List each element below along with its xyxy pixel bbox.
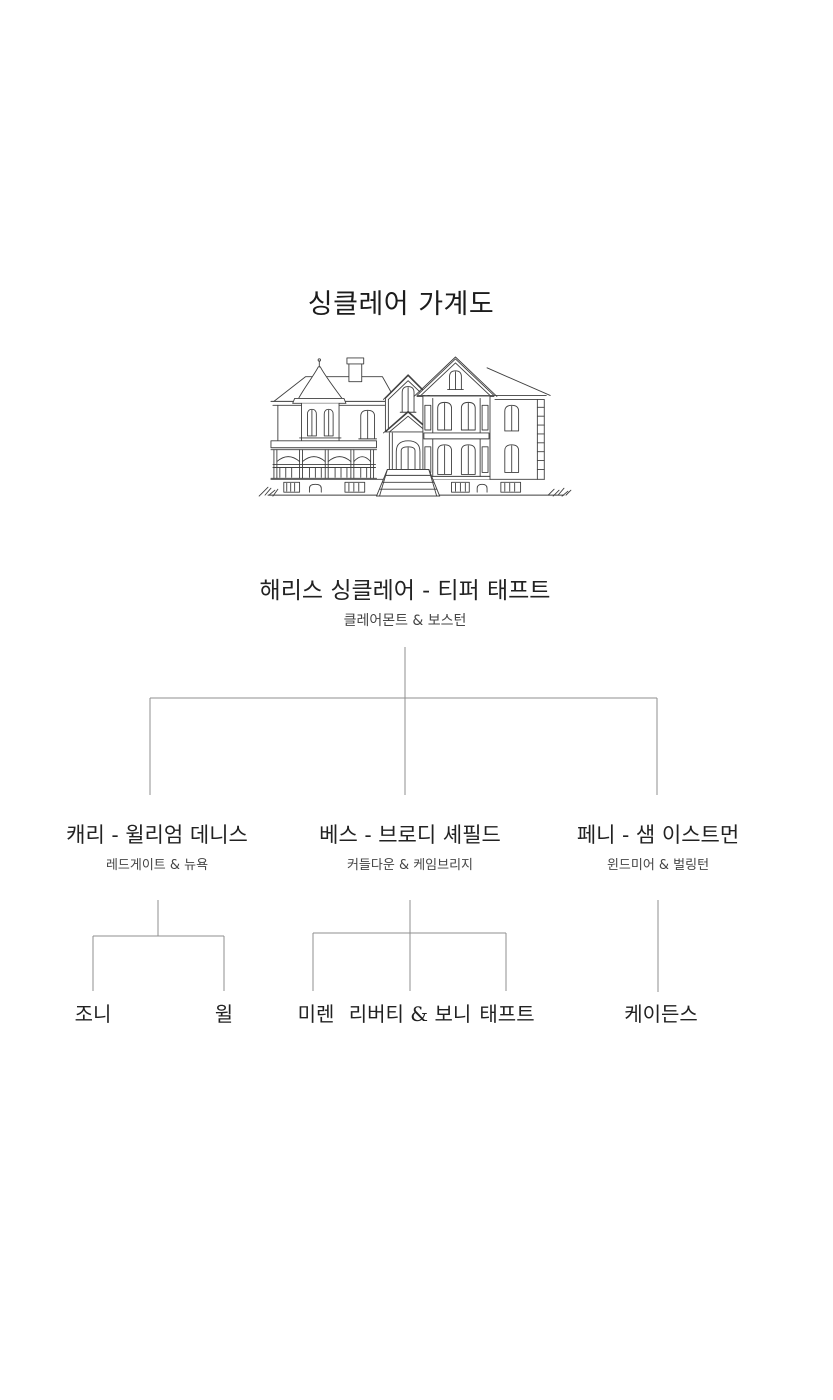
victorian-house-icon [256, 356, 576, 504]
branch-penny: 페니 - 샘 이스트먼 윈드미어 & 벌링턴 [577, 822, 739, 874]
branch-carrie: 캐리 - 윌리엄 데니스 레드게이트 & 뉴욕 [66, 822, 248, 874]
page-title: 싱클레어 가계도 [307, 289, 495, 320]
child-liberty-bonnie: 리버티 & 보니 [348, 1002, 472, 1026]
branch-bess-location: 커들다운 & 케임브리지 [346, 858, 474, 873]
child-taft: 태프트 [479, 1002, 535, 1026]
child-johnny: 조니 [74, 1002, 112, 1026]
root-couple: 해리스 싱클레어 - 티퍼 태프트 클레어몬트 & 보스턴 [260, 576, 551, 630]
branch-bess: 베스 - 브로디 셰필드 커들다운 & 케임브리지 [319, 822, 501, 874]
child-will: 윌 [214, 1002, 234, 1026]
branch-bess-name: 베스 - 브로디 셰필드 [319, 823, 501, 847]
root-couple-location: 클레어몬트 & 보스턴 [343, 613, 467, 629]
branch-penny-location: 윈드미어 & 벌링턴 [606, 858, 710, 873]
branch-penny-name: 페니 - 샘 이스트먼 [576, 823, 740, 847]
root-couple-name: 해리스 싱클레어 - 티퍼 태프트 [259, 578, 551, 604]
child-cadence: 케이든스 [624, 1002, 698, 1026]
child-mirren: 미렌 [297, 1002, 335, 1026]
branch-carrie-location: 레드게이트 & 뉴욕 [105, 858, 209, 873]
house-illustration [256, 356, 576, 504]
branch-carrie-name: 캐리 - 윌리엄 데니스 [66, 823, 248, 847]
